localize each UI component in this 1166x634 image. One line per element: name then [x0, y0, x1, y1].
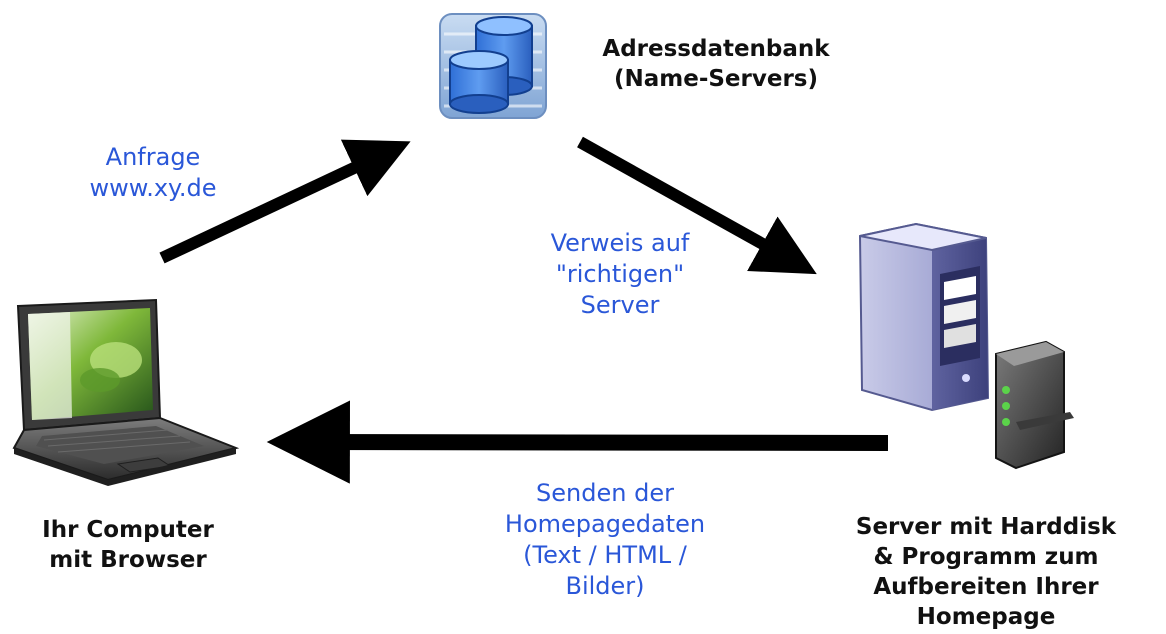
response-label: Senden der Homepagedaten (Text / HTML / …: [470, 478, 740, 602]
laptop-icon: [12, 298, 240, 486]
referral-label: Verweis auf "richtigen" Server: [510, 228, 730, 321]
response-label-line4: Bilder): [565, 572, 645, 600]
database-label-line2: (Name-Servers): [613, 66, 819, 92]
computer-label-line2: mit Browser: [49, 547, 207, 573]
referral-arrow: [577, 136, 817, 275]
computer-label: Ihr Computer mit Browser: [0, 515, 256, 575]
request-label-line2: www.xy.de: [89, 174, 217, 202]
database-icon: [439, 13, 547, 119]
computer-label-line1: Ihr Computer: [42, 517, 214, 543]
server-label-line4: Homepage: [916, 604, 1056, 630]
referral-label-line3: Server: [580, 291, 660, 319]
response-label-line1: Senden der: [536, 479, 674, 507]
request-label: Anfrage www.xy.de: [48, 142, 258, 204]
database-label-line1: Adressdatenbank: [602, 36, 830, 62]
request-label-line1: Anfrage: [105, 143, 201, 171]
request-arrow: [159, 139, 411, 264]
referral-label-line2: "richtigen": [555, 260, 685, 288]
server-label: Server mit Harddisk & Programm zum Aufbe…: [806, 512, 1166, 632]
database-label: Adressdatenbank (Name-Servers): [566, 34, 866, 94]
response-arrow: [266, 400, 889, 484]
referral-label-line1: Verweis auf: [550, 229, 690, 257]
response-label-line2: Homepagedaten: [504, 510, 706, 538]
server-label-line3: Aufbereiten Ihrer: [873, 574, 1099, 600]
server-icon: [858, 222, 1074, 470]
server-label-line2: & Programm zum: [873, 544, 1099, 570]
server-label-line1: Server mit Harddisk: [855, 514, 1117, 540]
response-label-line3: (Text / HTML /: [523, 541, 687, 569]
